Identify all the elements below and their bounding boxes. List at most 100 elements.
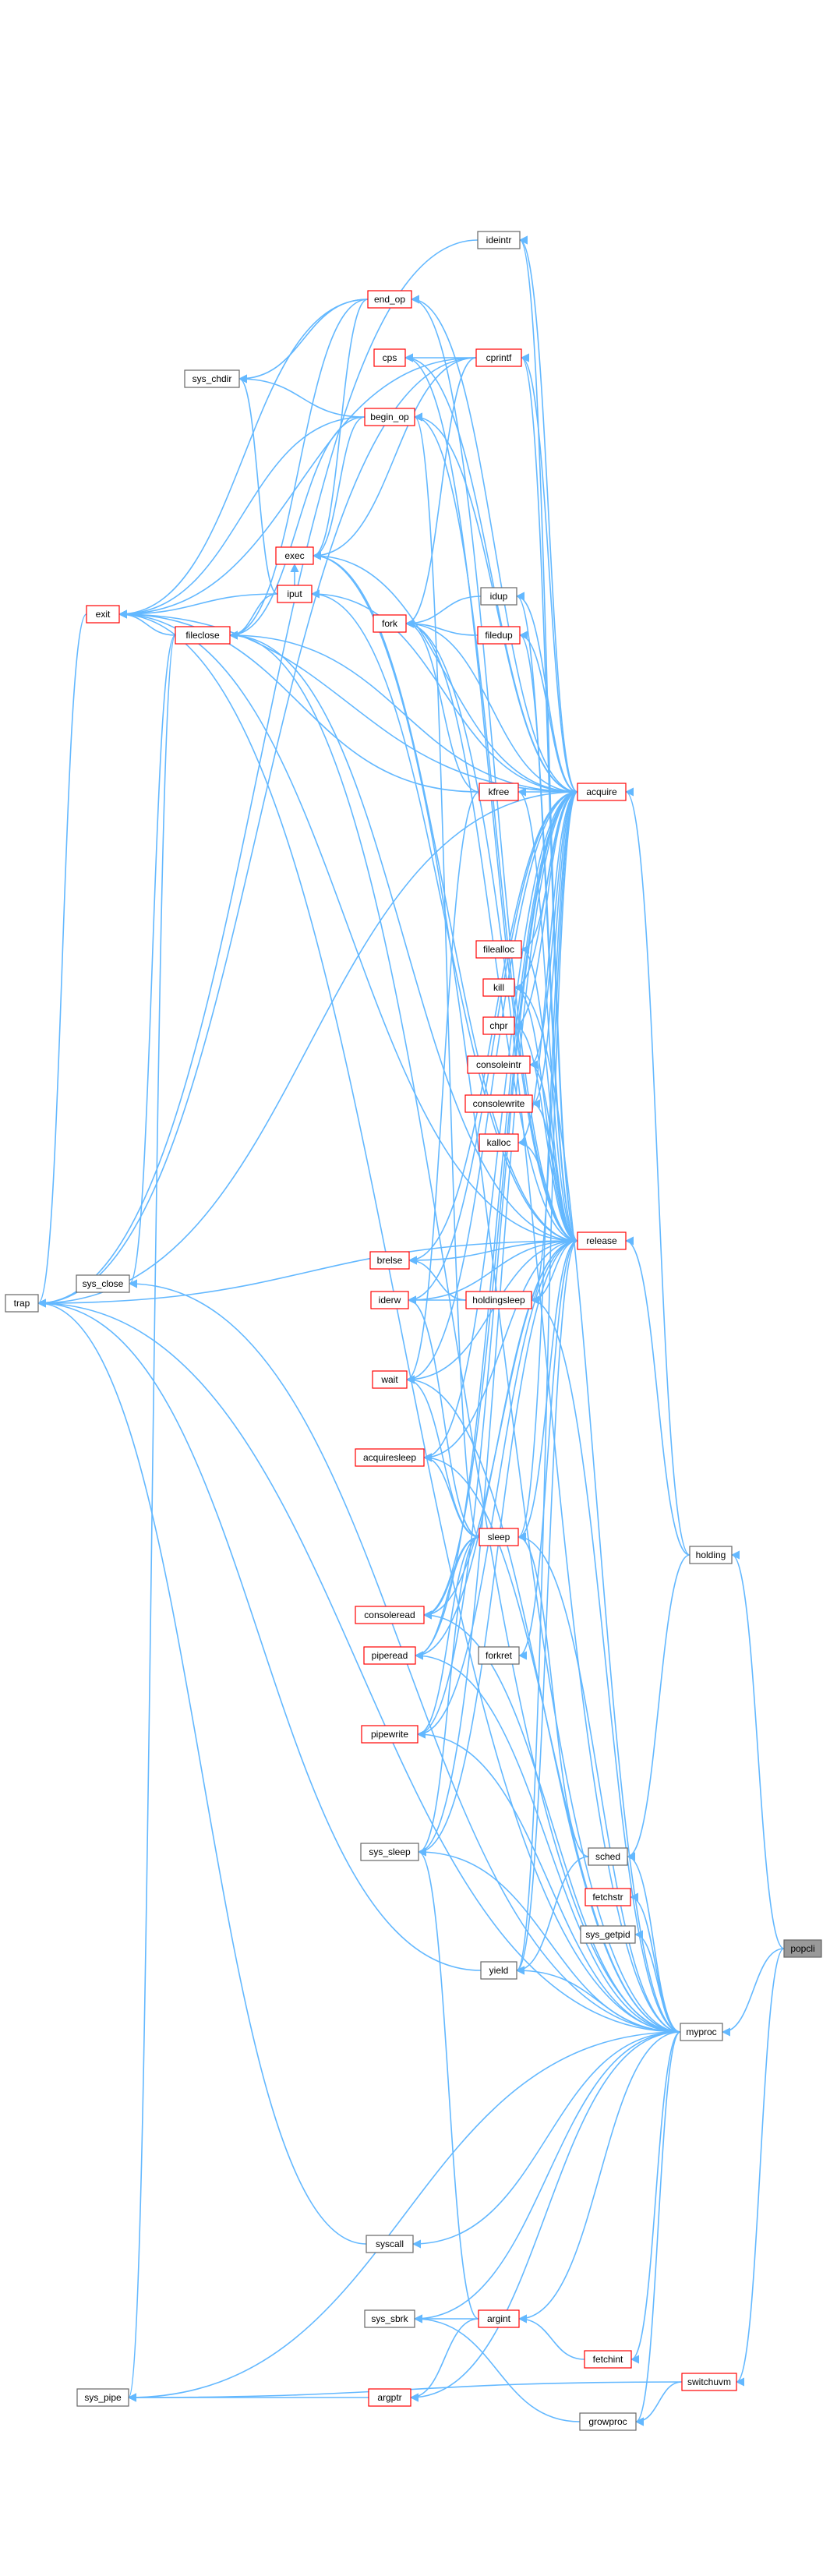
edge-sys_pipe-to-fileclose: [127, 634, 176, 2401]
node-piperead[interactable]: piperead: [363, 1646, 416, 1665]
node-box: [584, 2350, 632, 2369]
edge-line: [517, 1240, 578, 1660]
edge-sys_sleep-to-argint: [417, 1847, 479, 2320]
node-fetchint[interactable]: fetchint: [584, 2350, 632, 2369]
edge-acquiresleep-to-myproc: [422, 1453, 681, 2033]
node-cps[interactable]: cps: [373, 348, 406, 367]
node-wait[interactable]: wait: [372, 1370, 408, 1389]
edge-line: [404, 619, 479, 636]
edge-fork-to-filedup: [404, 619, 479, 636]
edge-line: [404, 619, 578, 1242]
node-pipewrite[interactable]: pipewrite: [361, 1725, 419, 1744]
node-kalloc[interactable]: kalloc: [479, 1133, 519, 1152]
node-consolewrite[interactable]: consolewrite: [464, 1094, 533, 1113]
node-box: [275, 546, 314, 565]
node-trap[interactable]: trap: [5, 1294, 39, 1313]
edge-line: [513, 1021, 578, 1242]
node-acquire[interactable]: acquire: [577, 783, 627, 801]
node-brelse[interactable]: brelse: [369, 1251, 410, 1270]
node-exec[interactable]: exec: [275, 546, 314, 565]
node-sys_pipe[interactable]: sys_pipe: [76, 2388, 129, 2407]
node-label: syscall: [376, 2239, 404, 2249]
node-label: yield: [489, 1965, 509, 1976]
edge-exit-to-end_op: [118, 299, 369, 619]
edge-line: [238, 374, 366, 418]
edge-line: [414, 1651, 681, 2033]
edge-line: [515, 592, 578, 793]
node-sleep[interactable]: sleep: [479, 1528, 519, 1546]
edge-wait-to-sleep: [405, 1375, 480, 1538]
node-box: [368, 2388, 411, 2407]
node-consoleread[interactable]: consoleread: [355, 1606, 425, 1624]
node-sys_getpid[interactable]: sys_getpid: [580, 1925, 636, 1944]
node-fileclose[interactable]: fileclose: [175, 626, 231, 645]
node-consoleintr[interactable]: consoleintr: [467, 1055, 531, 1074]
edge-exit-to-acquire: [118, 610, 578, 793]
node-box: [479, 783, 519, 801]
edge-forkret-to-release: [517, 1240, 578, 1660]
node-chpr[interactable]: chpr: [482, 1016, 515, 1035]
edge-iput-to-acquire: [310, 589, 578, 793]
edge-line: [118, 610, 480, 793]
node-sys_sleep[interactable]: sys_sleep: [360, 1843, 419, 1861]
edge-line: [118, 610, 578, 1242]
node-box: [577, 783, 627, 801]
edge-line: [416, 1536, 480, 1739]
node-sched[interactable]: sched: [588, 1847, 628, 1866]
node-exit[interactable]: exit: [86, 605, 120, 624]
edge-kalloc-to-acquire: [517, 791, 578, 1147]
node-growproc[interactable]: growproc: [579, 2412, 637, 2431]
node-acquiresleep[interactable]: acquiresleep: [355, 1448, 425, 1467]
edge-kill-to-myproc: [513, 983, 681, 2033]
node-iput[interactable]: iput: [277, 585, 313, 603]
node-argptr[interactable]: argptr: [368, 2388, 411, 2407]
node-label: sleep: [488, 1532, 510, 1542]
edge-line: [417, 1536, 480, 1857]
edge-line: [238, 299, 369, 383]
node-fetchstr[interactable]: fetchstr: [585, 1888, 631, 1906]
node-idup[interactable]: idup: [480, 587, 517, 606]
node-label: iderw: [379, 1295, 401, 1306]
edge-line: [518, 631, 578, 1242]
node-iderw[interactable]: iderw: [370, 1291, 409, 1309]
edge-line: [518, 631, 578, 793]
node-end_op[interactable]: end_op: [367, 290, 412, 309]
node-label: fetchstr: [592, 1892, 623, 1903]
node-sys_chdir[interactable]: sys_chdir: [184, 369, 240, 388]
edge-line: [118, 610, 176, 636]
node-sys_sbrk[interactable]: sys_sbrk: [364, 2309, 415, 2328]
edge-line: [517, 791, 578, 1147]
node-cprintf[interactable]: cprintf: [475, 348, 522, 367]
node-box: [680, 2023, 723, 2041]
node-holdingsleep[interactable]: holdingsleep: [465, 1291, 532, 1309]
node-filealloc[interactable]: filealloc: [475, 940, 522, 959]
node-argint[interactable]: argint: [478, 2309, 520, 2328]
edge-line: [127, 634, 176, 2401]
edge-line: [517, 1240, 578, 1542]
node-filedup[interactable]: filedup: [477, 626, 521, 645]
node-begin_op[interactable]: begin_op: [364, 408, 415, 426]
node-yield[interactable]: yield: [480, 1961, 517, 1980]
edge-brelse-to-holdingsleep: [408, 1256, 467, 1301]
node-box: [364, 408, 415, 426]
node-kill[interactable]: kill: [482, 978, 515, 997]
node-label: sched: [595, 1851, 620, 1862]
node-label: fork: [382, 618, 398, 629]
node-label: exec: [284, 550, 304, 561]
node-box: [464, 1094, 533, 1113]
node-switchuvm[interactable]: switchuvm: [681, 2373, 737, 2391]
node-sys_close[interactable]: sys_close: [76, 1274, 130, 1293]
node-syscall[interactable]: syscall: [366, 2235, 414, 2253]
node-kfree[interactable]: kfree: [479, 783, 519, 801]
edge-exec-to-release: [312, 551, 578, 1242]
edge-line: [413, 2314, 581, 2422]
node-release[interactable]: release: [577, 1231, 627, 1250]
node-holding[interactable]: holding: [689, 1546, 733, 1564]
node-myproc[interactable]: myproc: [680, 2023, 723, 2041]
node-forkret[interactable]: forkret: [478, 1646, 520, 1665]
edge-exit-to-fileclose: [118, 610, 176, 636]
node-fork[interactable]: fork: [373, 614, 407, 633]
node-ideintr[interactable]: ideintr: [477, 231, 521, 249]
node-box: [363, 1646, 416, 1665]
edge-line: [312, 357, 477, 560]
